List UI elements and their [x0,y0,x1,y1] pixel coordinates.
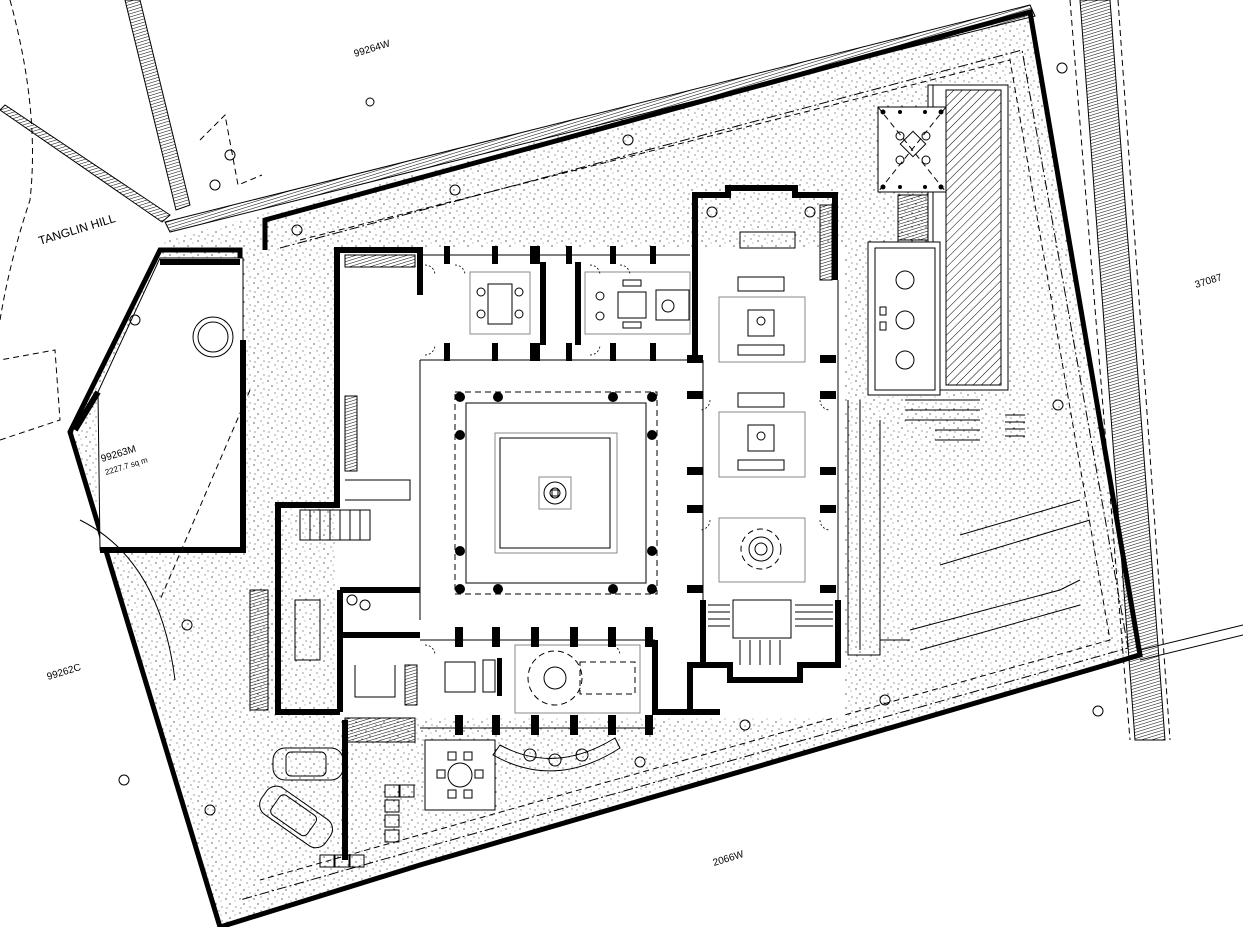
label-road-name: TANGLIN HILL [37,211,118,248]
pool-area [847,84,1091,656]
site-boundary [67,8,1143,927]
context-roads [0,0,1243,786]
car-icon [259,785,333,849]
label-lot-east: 37087 [1194,272,1224,291]
label-lot-north: 99264W [353,38,392,60]
west-lot [72,257,251,681]
car-icon [272,747,344,781]
label-lot-south: 2066W [712,849,746,869]
central-courtyard [454,391,658,595]
main-house [249,185,845,743]
south-terrace [129,134,1064,868]
label-lot-southwest: 99262C [46,662,83,683]
